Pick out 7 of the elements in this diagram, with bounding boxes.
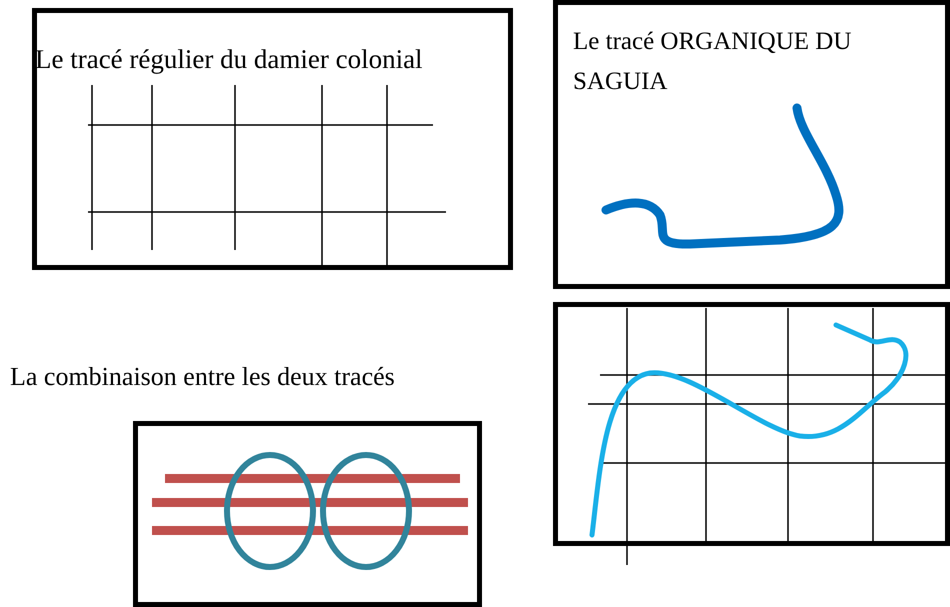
caption-text: La combinaison entre les deux tracés [10,362,395,392]
panel-title: Le tracé régulier du damier colonial [35,44,424,75]
panel-frame [553,302,950,546]
panel-frame [553,0,950,289]
panel-frame [133,421,482,607]
panel-frame [32,8,513,270]
panel-title: Le tracé ORGANIQUE DU SAGUIA [573,27,852,97]
